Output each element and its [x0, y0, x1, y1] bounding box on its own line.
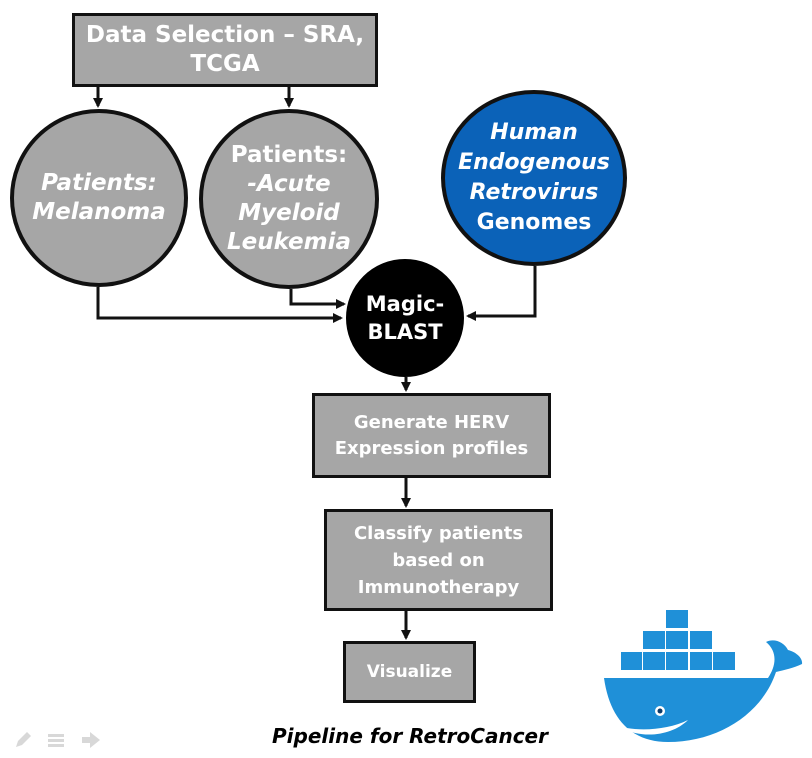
magic-blast-node: Magic- BLAST	[346, 259, 464, 377]
next-arrow-icon[interactable]	[82, 732, 100, 748]
classify-line3: Immunotherapy	[357, 576, 520, 598]
menu-icon[interactable]	[48, 734, 64, 747]
diagram-caption: Pipeline for RetroCancer	[272, 724, 548, 748]
arrow-herv-to-magic	[466, 266, 537, 321]
classify-line2: based on	[392, 549, 485, 571]
melanoma-line2: Melanoma	[32, 199, 166, 225]
classify-line1: Classify patients	[353, 522, 524, 544]
melanoma-line1: Patients:	[41, 170, 157, 196]
aml-patients-node: Patients: -Acute Myeloid Leukemia	[199, 109, 379, 289]
generate-profiles-box: Generate HERV Expression profiles	[312, 393, 551, 478]
herv-line2: Endogenous	[458, 150, 610, 175]
docker-whale-logo	[604, 610, 803, 742]
herv-line3: Retrovirus	[469, 180, 599, 205]
aml-line1: Patients:	[230, 142, 348, 168]
generate-line1: Generate HERV	[353, 411, 510, 433]
aml-line3: Myeloid	[238, 200, 340, 226]
herv-line1: Human	[490, 120, 578, 145]
visualize-label: Visualize	[366, 662, 453, 682]
generate-line2: Expression profiles	[334, 437, 529, 459]
arrow-aml-to-magic	[289, 289, 346, 309]
herv-line4: Genomes	[476, 210, 592, 235]
arrow-melanoma-to-magic	[96, 287, 343, 323]
aml-line2: -Acute	[247, 171, 331, 197]
magic-blast-line2: BLAST	[367, 320, 443, 344]
slide-controls[interactable]	[14, 730, 104, 750]
data-selection-box: Data Selection – SRA, TCGA	[72, 13, 378, 87]
magic-blast-line1: Magic-	[365, 292, 445, 316]
aml-line4: Leukemia	[226, 229, 352, 255]
data-selection-line1: Data Selection – SRA,	[85, 22, 365, 48]
data-selection-line2: TCGA	[190, 51, 260, 77]
classify-patients-box: Classify patients based on Immunotherapy	[324, 509, 553, 611]
pen-icon[interactable]	[16, 732, 31, 747]
visualize-box: Visualize	[343, 641, 476, 703]
melanoma-patients-node: Patients: Melanoma	[10, 109, 188, 287]
herv-genomes-node: Human Endogenous Retrovirus Genomes	[441, 90, 627, 266]
